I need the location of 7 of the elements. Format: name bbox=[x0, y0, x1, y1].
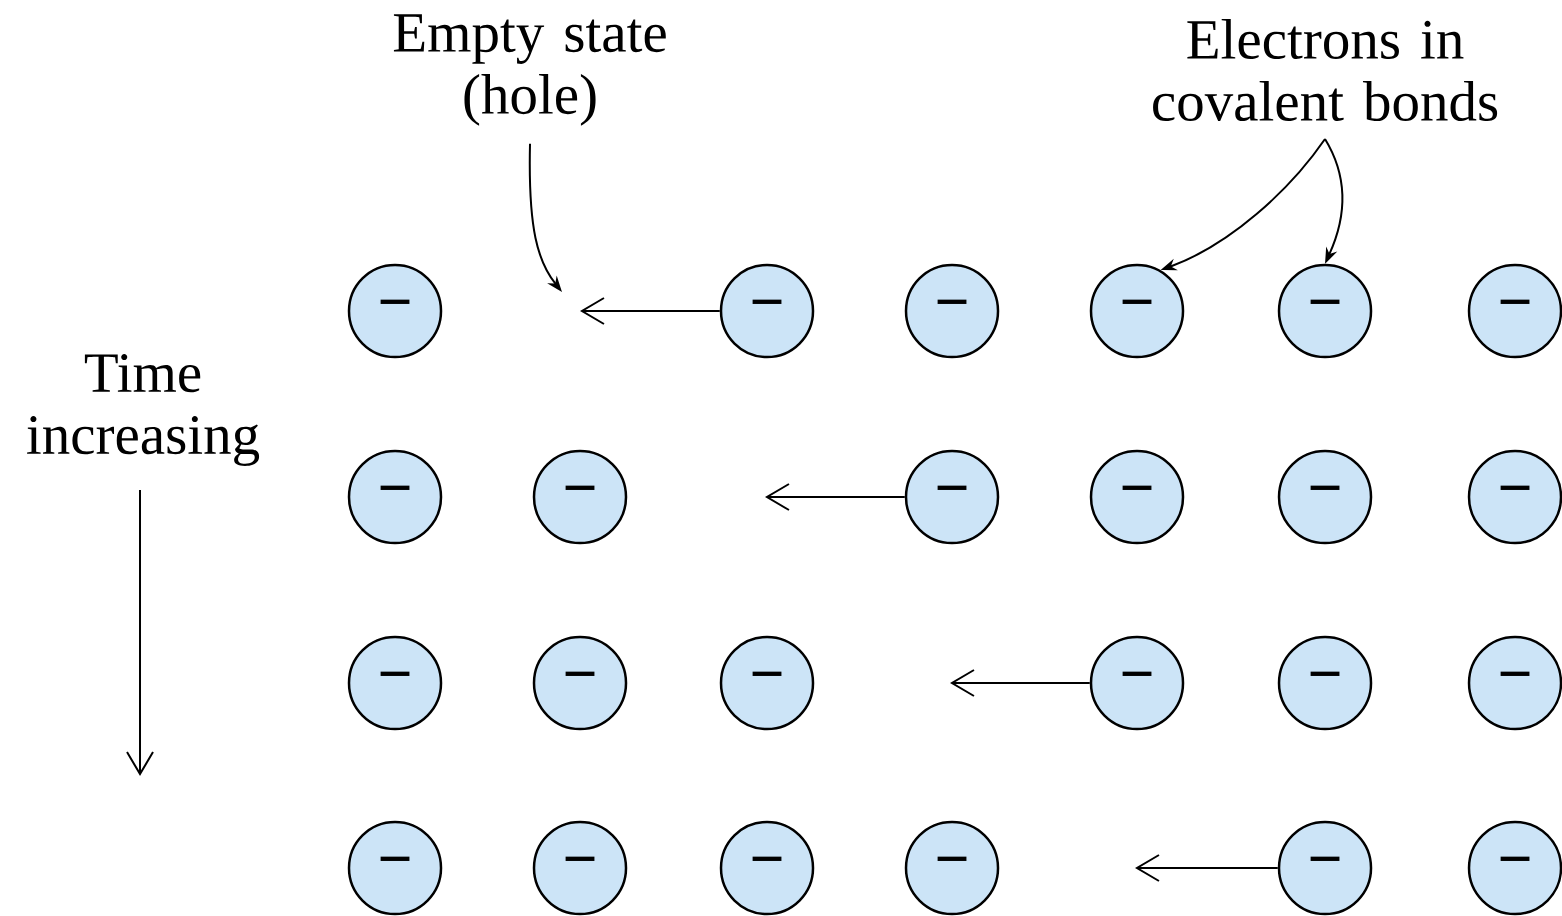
motion-arrow bbox=[950, 669, 1091, 697]
callout-text: Electrons in covalent bonds bbox=[1153, 18, 1498, 122]
callout-text: Empty state (hole) bbox=[393, 14, 666, 126]
motion-arrow bbox=[1135, 854, 1279, 882]
axis-label: Time increasing bbox=[27, 354, 260, 466]
motion-arrow bbox=[580, 297, 721, 325]
motion-arrow bbox=[765, 483, 906, 511]
